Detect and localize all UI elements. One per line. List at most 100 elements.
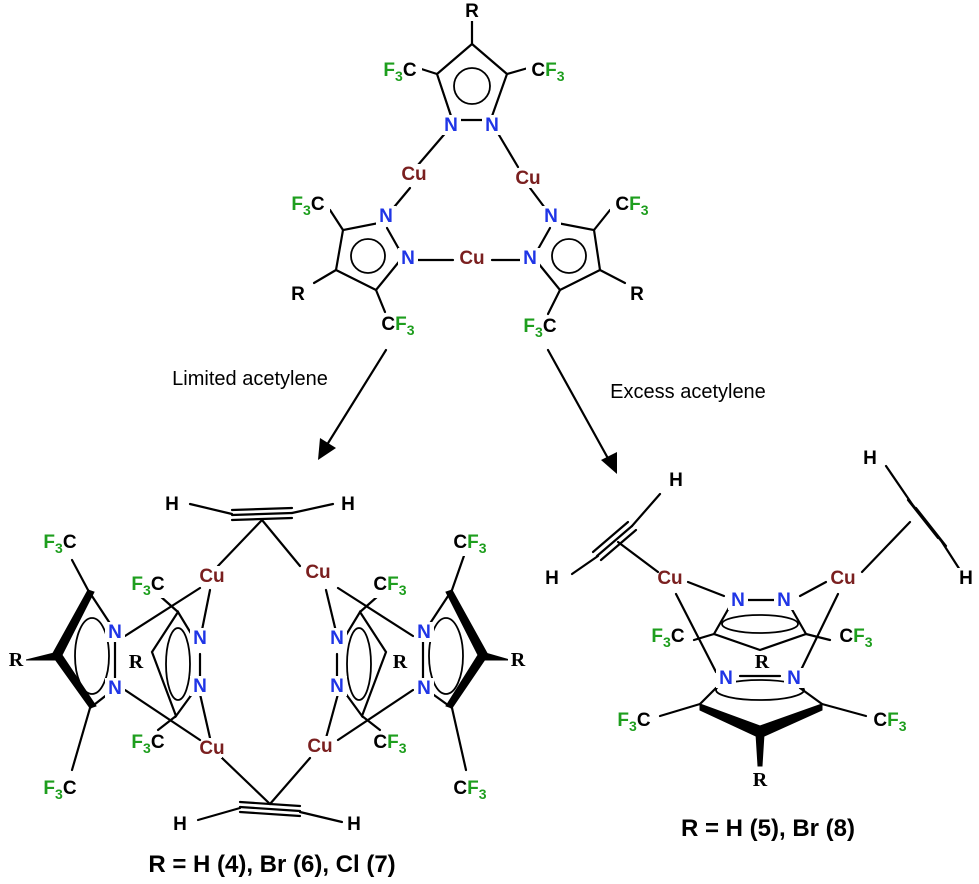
- right-pz-cf3-bottom: F3C: [523, 316, 556, 340]
- left-outer-pz-cf3-bottom-cf3_f: F: [43, 778, 55, 799]
- left-inner-pz-cf3-top-cf3_c: C: [151, 574, 165, 595]
- cu-left-bottom-a: Cu: [199, 738, 224, 759]
- right-pz-n1: N: [544, 206, 558, 227]
- left-pz-n2: N: [401, 248, 415, 269]
- right-outer-pz-cf3-top-subscript: 3: [479, 540, 487, 556]
- right-pz-cf3-bottom-subscript: 3: [535, 324, 543, 340]
- right-top-pz-cf3-right: CF3: [839, 626, 872, 650]
- left-top-acetylene-h2: H: [341, 494, 355, 515]
- right-inner-pz-cf3-top: CF3: [373, 574, 406, 598]
- left-bottom-acetylene-h2: H: [347, 814, 361, 835]
- right-inner-pz-cf3-bottom-cf3_f: F: [387, 732, 399, 753]
- right-inner-pz-cf3-bottom-subscript: 3: [399, 740, 407, 756]
- right-bottom-pz-cf3-left-cf3_c: C: [637, 710, 651, 731]
- left-outer-pz-cf3-bottom: F3C: [43, 778, 76, 802]
- left-inner-pz-cf3-top: F3C: [131, 574, 164, 598]
- right-outer-pz-cf3-top: CF3: [453, 532, 486, 556]
- right-inner-pz-cf3-top-subscript: 3: [399, 582, 407, 598]
- top-pz-cf3-right: CF3: [531, 60, 564, 84]
- top-pz-r-label: R: [465, 1, 479, 22]
- top-pz-cf3-left-subscript: 3: [395, 68, 403, 84]
- right-top-pz-cf3-left: F3C: [651, 626, 684, 650]
- left-arrow-caption: Limited acetylene: [172, 368, 328, 390]
- right-top-pz-cf3-left-cf3_f: F: [651, 626, 663, 647]
- left-pz-cf3-top-cf3_c: C: [311, 194, 325, 215]
- left-outer-pz-cf3-top-subscript: 3: [55, 540, 63, 556]
- right-bottom-pz-n1: N: [719, 668, 733, 689]
- cu-left-top-b: Cu: [305, 562, 330, 583]
- cu-top-left: Cu: [401, 164, 426, 185]
- right-inner-pz-n2: N: [330, 676, 344, 697]
- right-bottom-pz-cf3-left: F3C: [617, 710, 650, 734]
- right-pz-cf3-bottom-cf3_c: C: [543, 316, 557, 337]
- cu-right-a: Cu: [657, 568, 682, 589]
- right-pz-n2: N: [523, 248, 537, 269]
- right-outer-pz-cf3-bottom: CF3: [453, 778, 486, 802]
- reaction-arrows: [318, 348, 617, 474]
- left-inner-pz-n1: N: [193, 628, 207, 649]
- right-acetylene-left-h-bottom: H: [545, 568, 559, 589]
- top-pz-cf3-left: F3C: [383, 60, 416, 84]
- right-top-pz-n1: N: [731, 590, 745, 611]
- right-acetylene-left-h-top: H: [669, 470, 683, 491]
- top-pz-cf3-right-subscript: 3: [557, 68, 565, 84]
- product-right-structure: [570, 464, 962, 767]
- left-inner-pz-cf3-bottom-subscript: 3: [143, 740, 151, 756]
- left-pz-cf3-bottom-subscript: 3: [407, 322, 415, 338]
- left-inner-pz-cf3-bottom: F3C: [131, 732, 164, 756]
- right-bottom-pz-cf3-left-subscript: 3: [629, 718, 637, 734]
- cu-right-b: Cu: [830, 568, 855, 589]
- right-pz-cf3-top-subscript: 3: [641, 202, 649, 218]
- right-acetylene-right-h-bottom: H: [959, 568, 973, 589]
- right-pz-cf3-top-cf3_c: C: [615, 194, 629, 215]
- right-bottom-pz-cf3-right: CF3: [873, 710, 906, 734]
- cu-top-right: Cu: [515, 168, 540, 189]
- right-top-pz-r: R: [755, 651, 770, 673]
- product-left-structure: [25, 502, 511, 824]
- right-product-caption: R = H (5), Br (8): [681, 815, 855, 842]
- left-inner-pz-cf3-top-subscript: 3: [143, 582, 151, 598]
- right-pz-cf3-bottom-cf3_f: F: [523, 316, 535, 337]
- right-outer-pz-n2: N: [417, 678, 431, 699]
- right-bottom-pz-cf3-right-cf3_c: C: [873, 710, 887, 731]
- right-bottom-pz-cf3-left-cf3_f: F: [617, 710, 629, 731]
- right-inner-pz-cf3-top-cf3_f: F: [387, 574, 399, 595]
- right-top-pz-cf3-right-cf3_f: F: [853, 626, 865, 647]
- left-pz-r-label: R: [291, 284, 305, 305]
- right-outer-pz-cf3-top-cf3_f: F: [467, 532, 479, 553]
- top-pz-cf3-right-cf3_f: F: [545, 60, 557, 81]
- left-outer-pz-n2: N: [108, 678, 122, 699]
- left-pz-cf3-top: F3C: [291, 194, 324, 218]
- left-outer-pz-n1: N: [108, 622, 122, 643]
- left-outer-pz-r: R: [9, 649, 24, 671]
- right-bottom-pz-cf3-right-subscript: 3: [899, 718, 907, 734]
- left-outer-pz-cf3-bottom-subscript: 3: [55, 786, 63, 802]
- cu-center: Cu: [459, 248, 484, 269]
- right-top-pz-cf3-left-cf3_c: C: [671, 626, 685, 647]
- right-top-pz-n2: N: [777, 590, 791, 611]
- left-top-acetylene-h1: H: [165, 494, 179, 515]
- right-acetylene-right-h-top: H: [863, 448, 877, 469]
- right-bottom-pz-r: R: [753, 769, 768, 791]
- right-arrow-caption: Excess acetylene: [610, 381, 766, 403]
- top-pz-n2: N: [485, 115, 499, 136]
- cu-left-top-a: Cu: [199, 566, 224, 587]
- right-inner-pz-n1: N: [330, 628, 344, 649]
- left-outer-pz-cf3-bottom-cf3_c: C: [63, 778, 77, 799]
- left-outer-pz-cf3-top-cf3_c: C: [63, 532, 77, 553]
- left-pz-cf3-top-subscript: 3: [303, 202, 311, 218]
- starting-trimer: [312, 18, 627, 316]
- right-bottom-pz-cf3-right-cf3_f: F: [887, 710, 899, 731]
- left-outer-pz-cf3-top: F3C: [43, 532, 76, 556]
- left-pz-n1: N: [379, 206, 393, 227]
- right-outer-pz-r: R: [511, 649, 526, 671]
- right-outer-pz-cf3-bottom-cf3_c: C: [453, 778, 467, 799]
- right-top-pz-cf3-right-subscript: 3: [865, 634, 873, 650]
- right-pz-cf3-top-cf3_f: F: [629, 194, 641, 215]
- right-top-pz-cf3-left-subscript: 3: [663, 634, 671, 650]
- right-pz-cf3-top: CF3: [615, 194, 648, 218]
- left-pz-cf3-top-cf3_f: F: [291, 194, 303, 215]
- right-pz-r-label: R: [630, 284, 644, 305]
